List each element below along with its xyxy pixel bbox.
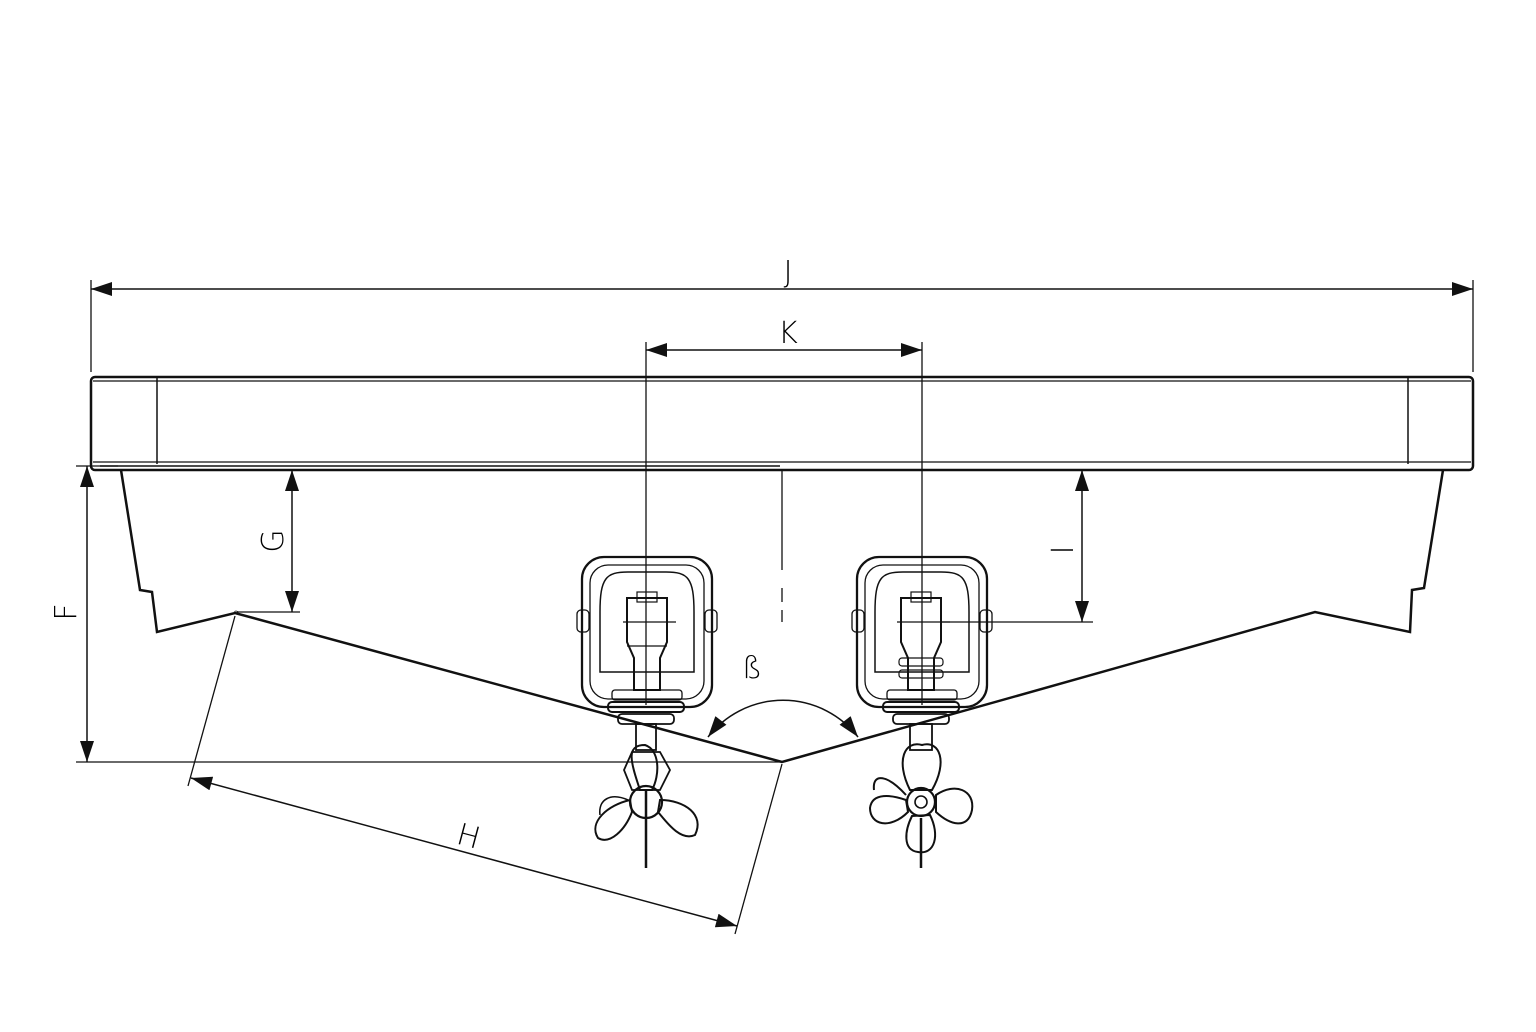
dimension-k: K	[645, 316, 923, 705]
dimension-j: J	[90, 255, 1474, 372]
label-beta: ß	[742, 651, 762, 686]
label-i: I	[1046, 546, 1081, 555]
label-k: K	[778, 316, 798, 351]
svg-text:*: *	[234, 609, 239, 620]
dimension-f: F	[49, 465, 782, 763]
left-propeller	[594, 743, 699, 868]
deck-flange	[89, 375, 1475, 472]
label-f: F	[49, 603, 84, 620]
dimension-g: G *	[234, 470, 300, 620]
label-j: J	[784, 255, 793, 290]
dimension-i: I	[940, 470, 1093, 623]
hull-outline	[119, 469, 1445, 764]
label-g: G	[256, 529, 291, 552]
angle-beta: ß	[707, 651, 859, 738]
left-thruster	[576, 555, 718, 791]
right-propeller	[868, 743, 974, 868]
label-h: H	[453, 817, 484, 857]
dimension-h: H	[187, 615, 783, 935]
